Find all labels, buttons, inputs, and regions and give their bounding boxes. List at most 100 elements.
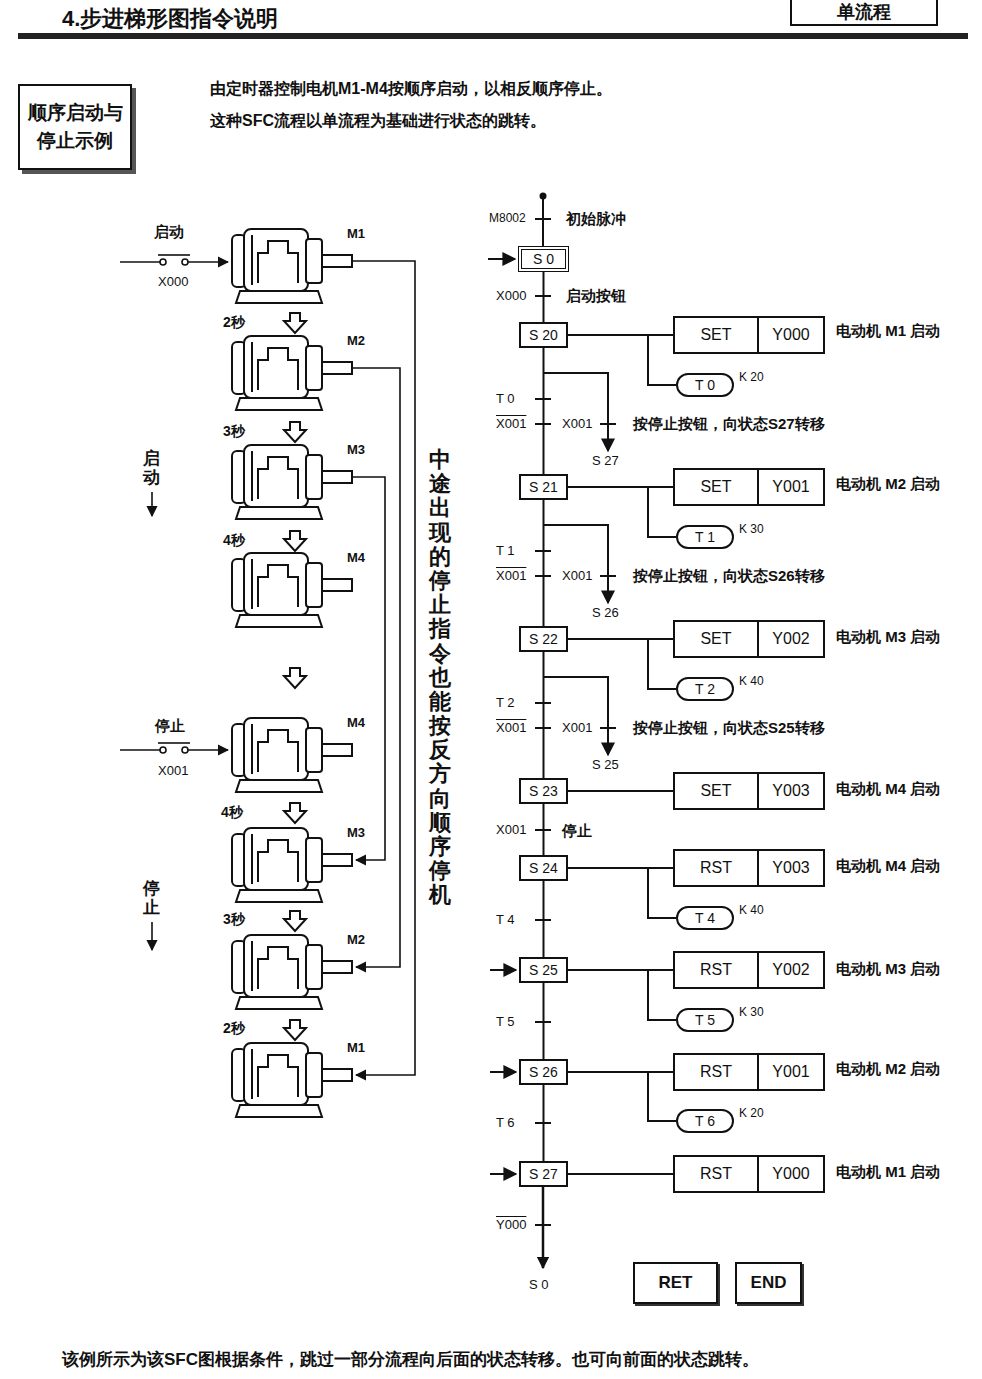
label-text: T 4 bbox=[496, 913, 515, 928]
node-text: S 27 bbox=[529, 1166, 558, 1182]
node-text: RST bbox=[675, 1055, 759, 1089]
label-text: T 6 bbox=[496, 1116, 515, 1131]
node-text: S 20 bbox=[529, 327, 558, 343]
node-text: RET bbox=[659, 1273, 693, 1293]
label-text: Y000 bbox=[496, 1218, 526, 1233]
state-box: S 20 bbox=[519, 322, 568, 348]
label-text: T 1 bbox=[496, 544, 515, 559]
label-text: M3 bbox=[347, 826, 365, 841]
node-text: Y000 bbox=[759, 318, 823, 352]
node-text: 单流程 bbox=[837, 0, 891, 24]
node-text: T 6 bbox=[695, 1113, 715, 1129]
connector bbox=[543, 652, 545, 778]
node-text: S 22 bbox=[529, 631, 558, 647]
node-text: Y000 bbox=[759, 1157, 823, 1191]
label-text: M1 bbox=[347, 227, 365, 242]
label-text: 停止 bbox=[562, 822, 592, 839]
connector bbox=[543, 983, 545, 1059]
vertical-note: 停止 bbox=[143, 880, 160, 917]
label-text: M1 bbox=[347, 1041, 365, 1056]
connector bbox=[568, 1173, 673, 1175]
connector bbox=[543, 881, 545, 957]
state-box: S 22 bbox=[519, 626, 568, 652]
label-text: 电动机 M4 启动 bbox=[836, 780, 940, 797]
example-box: 顺序启动与 停止示例 bbox=[18, 84, 132, 170]
state-box: S 24 bbox=[519, 855, 568, 881]
action-box: RSTY002 bbox=[673, 951, 825, 989]
connector bbox=[543, 272, 545, 322]
label-text: 2秒 bbox=[223, 1020, 245, 1036]
timer-oval: T 4 bbox=[676, 906, 734, 930]
node-text: Y003 bbox=[759, 851, 823, 885]
node-text: S 26 bbox=[529, 1064, 558, 1080]
vertical-note: 启动 bbox=[143, 450, 160, 487]
label-text: K 40 bbox=[739, 904, 764, 918]
initial-state-box: S 0 bbox=[518, 246, 569, 272]
label-text: 启动按钮 bbox=[566, 287, 626, 304]
timer-oval: T 1 bbox=[676, 525, 734, 549]
node-text: T 4 bbox=[695, 910, 715, 926]
node-text: Y001 bbox=[759, 1055, 823, 1089]
label-text: K 20 bbox=[739, 371, 764, 385]
label-text: 4秒 bbox=[221, 804, 243, 820]
label-text: 电动机 M2 启动 bbox=[836, 1060, 940, 1077]
label-text: 电动机 M3 启动 bbox=[836, 960, 940, 977]
label-text: M8002 bbox=[489, 212, 526, 226]
node-text: SET bbox=[675, 318, 759, 352]
state-box: S 27 bbox=[519, 1161, 568, 1187]
label-text: 电动机 M3 启动 bbox=[836, 628, 940, 645]
vertical-note: 中途出现的停止指令也能按反方向顺序停机 bbox=[429, 448, 451, 908]
node-text: S 25 bbox=[529, 962, 558, 978]
label-text: S 0 bbox=[529, 1278, 549, 1293]
caption: 该例所示为该SFC图根据条件，跳过一部分流程向后面的状态转移。也可向前面的状态跳… bbox=[62, 1348, 759, 1371]
action-box: SETY001 bbox=[673, 468, 825, 506]
connector bbox=[568, 868, 676, 918]
node-text: 顺序启动与 停止示例 bbox=[26, 99, 124, 154]
node-text: S 23 bbox=[529, 783, 558, 799]
label-text: 这种SFC流程以单流程为基础进行状态的跳转。 bbox=[210, 112, 546, 130]
action-box: RSTY001 bbox=[673, 1053, 825, 1091]
label-text: 2秒 bbox=[223, 314, 245, 330]
label-text: M2 bbox=[347, 933, 365, 948]
node-text: END bbox=[751, 1273, 787, 1293]
node-text: SET bbox=[675, 470, 759, 504]
action-box: SETY003 bbox=[673, 772, 825, 810]
connector bbox=[568, 970, 676, 1020]
connector bbox=[543, 500, 545, 626]
label-text: K 30 bbox=[739, 523, 764, 537]
label-text: T 0 bbox=[496, 392, 515, 407]
action-box: SETY002 bbox=[673, 620, 825, 658]
label-text: 电动机 M4 启动 bbox=[836, 857, 940, 874]
label-text: X001 bbox=[562, 721, 592, 736]
label-text: X001 bbox=[562, 417, 592, 432]
action-box: RSTY003 bbox=[673, 849, 825, 887]
label-text: X001 bbox=[562, 569, 592, 584]
label-text: X001 bbox=[496, 823, 526, 838]
label-text: S 26 bbox=[592, 606, 619, 621]
label-text: S 25 bbox=[592, 758, 619, 773]
label-text: T 2 bbox=[496, 696, 515, 711]
label-text: 启动 bbox=[154, 223, 184, 240]
connector bbox=[543, 1085, 545, 1161]
node-text: RST bbox=[675, 953, 759, 987]
label-text: 电动机 M2 启动 bbox=[836, 475, 940, 492]
connector bbox=[543, 804, 545, 855]
label-text: K 30 bbox=[739, 1006, 764, 1020]
label-text: X000 bbox=[496, 289, 526, 304]
label-text: 3秒 bbox=[223, 911, 245, 927]
section-tab: 单流程 bbox=[790, 0, 938, 26]
instruction-box: END bbox=[735, 1262, 802, 1304]
label-text: T 5 bbox=[496, 1015, 515, 1030]
label-text: M2 bbox=[347, 334, 365, 349]
node-text: Y002 bbox=[759, 953, 823, 987]
state-box: S 26 bbox=[519, 1059, 568, 1085]
label-text: 按停止按钮，向状态S25转移 bbox=[633, 719, 825, 736]
label-text: X000 bbox=[158, 275, 188, 290]
node-text: RST bbox=[675, 1157, 759, 1191]
connector bbox=[568, 790, 673, 792]
label-text: K 40 bbox=[739, 675, 764, 689]
node-text: S 0 bbox=[533, 251, 554, 267]
